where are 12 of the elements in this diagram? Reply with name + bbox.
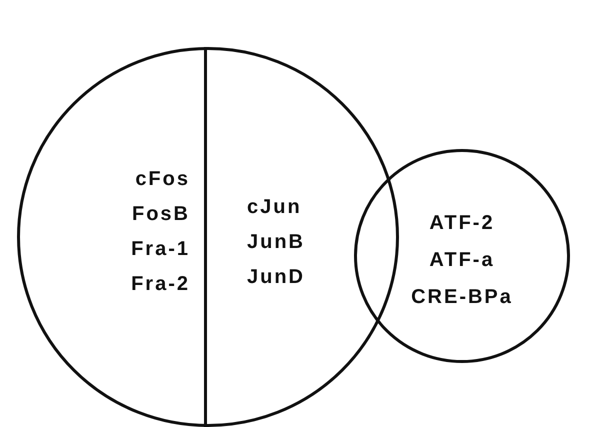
- protein-name: ATF-2: [429, 211, 495, 236]
- protein-name: JunB: [247, 230, 305, 255]
- protein-name: Fra-1: [131, 237, 190, 262]
- circle-shape: [354, 149, 570, 363]
- protein-name: Fra-2: [131, 272, 190, 297]
- protein-name: cFos: [135, 167, 190, 192]
- circle-shape: [17, 47, 399, 427]
- protein-name: ATF-a: [429, 248, 495, 273]
- protein-name: JunD: [247, 265, 305, 290]
- protein-name: FosB: [132, 202, 190, 227]
- protein-name: CRE-BPa: [411, 285, 513, 310]
- protein-name: cJun: [247, 195, 302, 220]
